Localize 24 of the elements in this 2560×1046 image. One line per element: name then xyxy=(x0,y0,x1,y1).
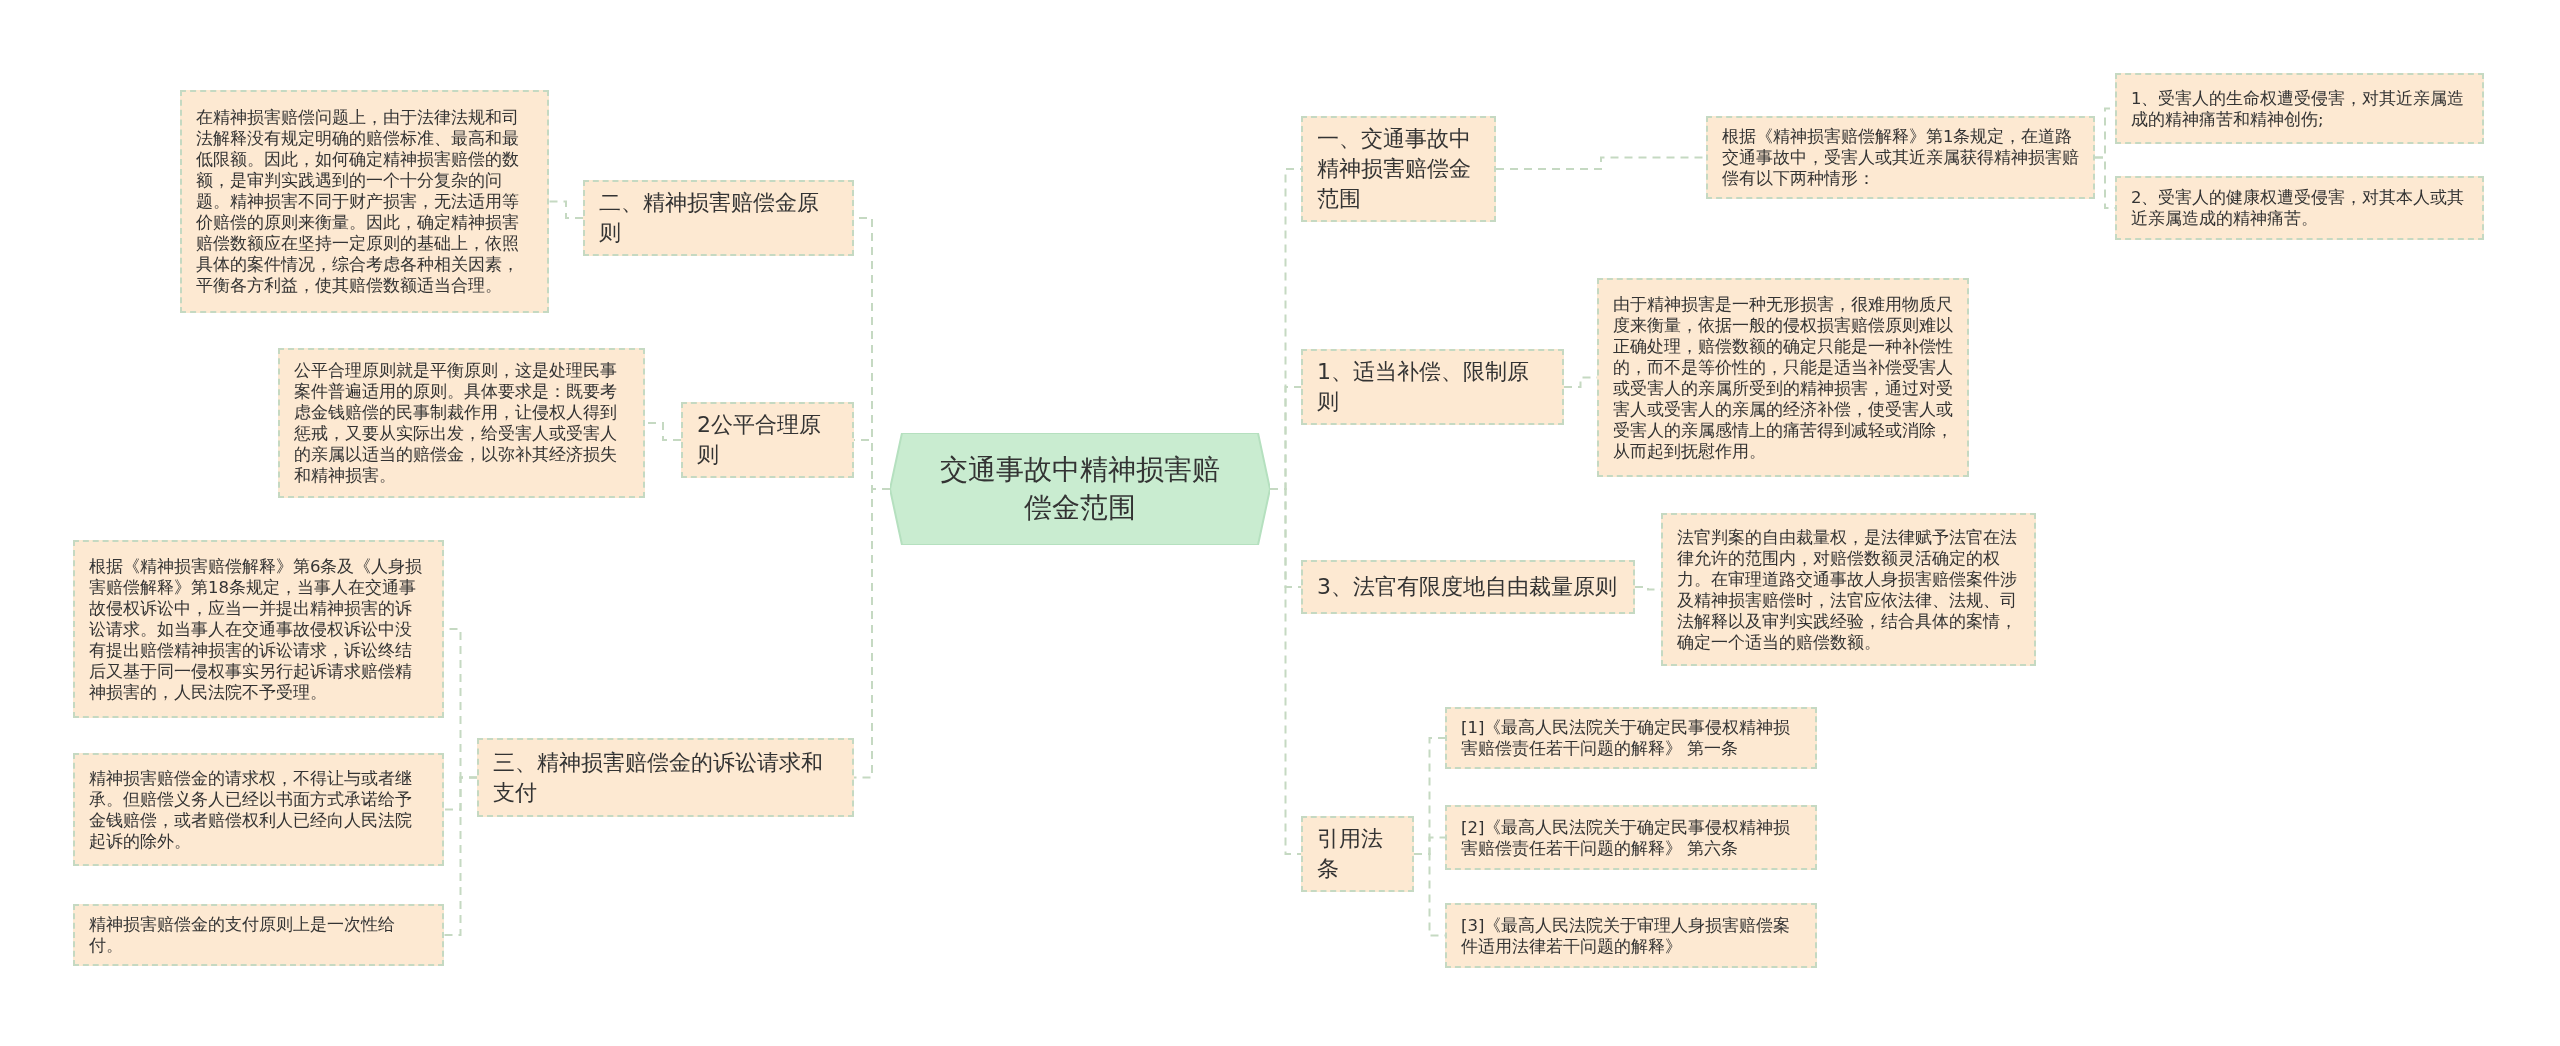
topic-box: 引用法条 xyxy=(1301,816,1414,892)
note-box: 由于精神损害是一种无形损害，很难用物质尺度来衡量，依据一般的侵权损害赔偿原则难以正确处理，赔偿数额的确定只能是一种补偿性的，而不是等价性的，只能是适当补偿受害人或受害人的亲属所受到的精神损害，通过对受害人或受害人的亲属的经济补偿，使受害人或受害人的亲属感情上的痛苦得到减轻或消除，从而起到抚慰作用。 xyxy=(1597,278,1969,477)
topic-box: 一、交通事故中精神损害赔偿金范围 xyxy=(1301,116,1496,222)
note-box: 根据《精神损害赔偿解释》第1条规定，在道路交通事故中，受害人或其近亲属获得精神损害赔偿有以下两种情形： xyxy=(1706,116,2095,199)
topic-box: 二、精神损害赔偿金原则 xyxy=(583,180,854,256)
central-topic-hexagon: 交通事故中精神损害赔偿金范围 xyxy=(890,433,1270,545)
note-box: 精神损害赔偿金的请求权，不得让与或者继承。但赔偿义务人已经以书面方式承诺给予金钱赔偿，或者赔偿权利人已经向人民法院起诉的除外。 xyxy=(73,753,444,866)
topic-box: 2公平合理原则 xyxy=(681,402,854,478)
note-box: 精神损害赔偿金的支付原则上是一次性给付。 xyxy=(73,904,444,966)
note-box: 根据《精神损害赔偿解释》第6条及《人身损害赔偿解释》第18条规定，当事人在交通事故侵权诉讼中，应当一并提出精神损害的诉讼请求。如当事人在交通事故侵权诉讼中没有提出赔偿精神损害的诉讼请求，诉讼终结后又基于同一侵权事实另行起诉请求赔偿精神损害的，人民法院不予受理。 xyxy=(73,540,444,718)
topic-box: 3、法官有限度地自由裁量原则 xyxy=(1301,560,1635,614)
connector-line xyxy=(548,200,584,219)
note-box: [2]《最高人民法院关于确定民事侵权精神损害赔偿责任若干问题的解释》 第六条 xyxy=(1445,805,1817,870)
note-box: [3]《最高人民法院关于审理人身损害赔偿案件适用法律若干问题的解释》 xyxy=(1445,903,1817,968)
note-box: 在精神损害赔偿问题上，由于法律法规和司法解释没有规定明确的赔偿标准、最高和最低限额。因此，如何确定精神损害赔偿的数额，是审判实践遇到的一个十分复杂的问题。精神损害不同于财产损害，无法适用等价赔偿的原则来衡量。因此，确定精神损害赔偿数额应在坚持一定原则的基础上，依照具体的案件情况，综合考虑各种相关因素，平衡各方利益，使其赔偿数额适当合理。 xyxy=(180,90,549,313)
connector-line xyxy=(853,488,891,779)
note-box: 公平合理原则就是平衡原则，这是处理民事案件普遍适用的原则。具体要求是：既要考虑金钱赔偿的民事制裁作用，让侵权人得到惩戒，又要从实际出发，给受害人或受害人的亲属以适当的赔偿金，以弥补其经济损失和精神损害。 xyxy=(278,348,645,498)
topic-box: 三、精神损害赔偿金的诉讼请求和支付 xyxy=(477,738,854,817)
note-box: 1、受害人的生命权遭受侵害，对其近亲属造成的精神痛苦和精神创伤; xyxy=(2115,73,2484,144)
topic-box: 1、适当补偿、限制原则 xyxy=(1301,349,1564,425)
note-box: 2、受害人的健康权遭受侵害，对其本人或其近亲属造成的精神痛苦。 xyxy=(2115,176,2484,240)
note-box: [1]《最高人民法院关于确定民事侵权精神损害赔偿责任若干问题的解释》 第一条 xyxy=(1445,707,1817,769)
note-box: 法官判案的自由裁量权，是法律赋予法官在法律允许的范围内，对赔偿数额灵活确定的权力。在审理道路交通事故人身损害赔偿案件涉及精神损害赔偿时，法官应依法律、法规、司法解释以及审判实践经验，结合具体的案情，确定一个适当的赔偿数额。 xyxy=(1661,513,2036,666)
connector-line xyxy=(443,776,478,936)
